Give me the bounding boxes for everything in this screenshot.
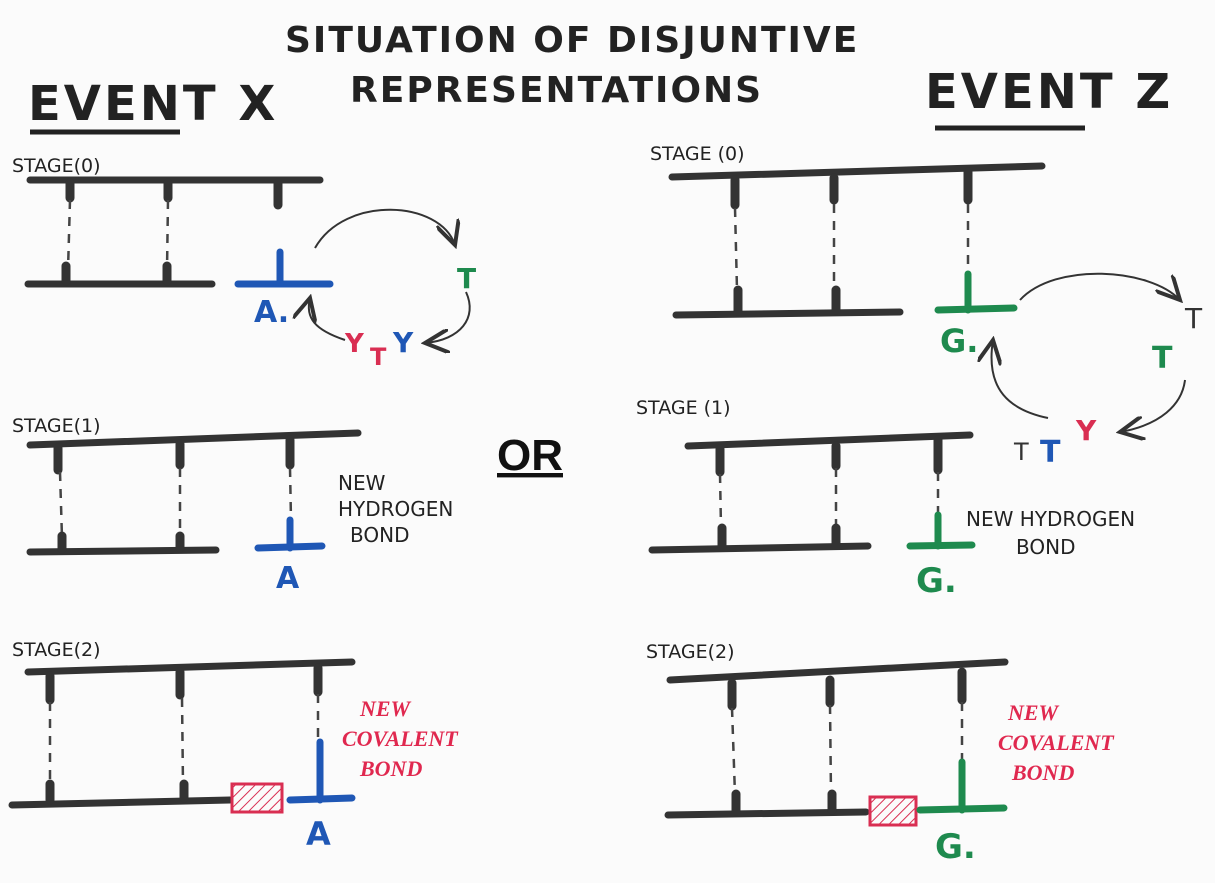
note-line: COVALENT bbox=[342, 726, 459, 751]
hydrogen-bond bbox=[165, 199, 170, 271]
stage-label: STAGE(0) bbox=[12, 155, 101, 177]
base-letter: A bbox=[276, 561, 300, 596]
hydrogen-bond bbox=[733, 207, 739, 291]
event-x-title: EVENT X bbox=[28, 76, 278, 132]
base-letter: A bbox=[306, 815, 331, 853]
hydrogen-bond bbox=[718, 473, 723, 529]
note-line: BOND bbox=[359, 756, 422, 781]
top-backbone bbox=[24, 658, 356, 676]
bottom-backbone bbox=[672, 308, 904, 319]
base-letter: G. bbox=[940, 322, 978, 360]
base-letter: A. bbox=[254, 295, 289, 330]
free-base-letter: T bbox=[1040, 435, 1061, 470]
free-base-letter: Y bbox=[392, 326, 414, 359]
guanine-base bbox=[934, 304, 1018, 314]
event-z-stage-2: STAGE(2) G. NEW COVALENT BOND bbox=[646, 641, 1115, 867]
event-z-stage-0: STAGE (0) G. T T T Y T bbox=[650, 143, 1203, 470]
cycle-arrow bbox=[309, 298, 346, 341]
hydrogen-bond bbox=[288, 467, 293, 521]
free-base-letter: Y bbox=[344, 329, 365, 359]
hydrogen-bond bbox=[58, 471, 64, 539]
free-base-letter: Y bbox=[1075, 414, 1097, 447]
note-line: NEW bbox=[338, 471, 386, 495]
or-connector: OR bbox=[497, 431, 563, 480]
free-base-letter: T bbox=[370, 343, 387, 371]
note-line: COVALENT bbox=[998, 730, 1115, 755]
note-line: NEW bbox=[1007, 700, 1060, 725]
base-letter: G. bbox=[935, 827, 976, 867]
top-backbone bbox=[668, 162, 1046, 181]
hydrogen-bond bbox=[66, 199, 72, 271]
cycle-arrow bbox=[314, 208, 455, 248]
covalent-bond-box bbox=[230, 782, 284, 814]
top-backbone bbox=[684, 431, 974, 450]
hydrogen-bond bbox=[828, 704, 833, 796]
hydrogen-bond bbox=[730, 707, 737, 796]
cycle-arrow bbox=[425, 291, 471, 343]
top-backbone bbox=[26, 429, 362, 449]
event-z-title: EVENT Z bbox=[925, 64, 1173, 120]
stage-label: STAGE(2) bbox=[646, 641, 735, 663]
note-line: BOND bbox=[350, 523, 409, 547]
bottom-backbone bbox=[8, 796, 234, 809]
event-x-stage-0: STAGE(0) A. T Y T Y bbox=[12, 155, 476, 371]
note-line: NEW HYDROGEN bbox=[966, 507, 1135, 531]
note-line: HYDROGEN bbox=[338, 497, 453, 521]
stage-label: STAGE (0) bbox=[650, 143, 745, 165]
note-line: BOND bbox=[1016, 535, 1075, 559]
top-backbone bbox=[666, 658, 1009, 684]
hydrogen-bond bbox=[180, 697, 185, 786]
bottom-backbone bbox=[664, 808, 870, 819]
note-line: NEW bbox=[359, 696, 412, 721]
title-line-2: REPRESENTATIONS bbox=[350, 70, 763, 111]
base-letter: G. bbox=[916, 561, 957, 601]
title-line-1: SITUATION OF DISJUNTIVE bbox=[285, 20, 859, 61]
stage-label: STAGE(2) bbox=[12, 639, 101, 661]
cycle-arrow bbox=[1019, 272, 1180, 300]
covalent-bond-box bbox=[868, 795, 918, 827]
note-line: BOND bbox=[1011, 760, 1074, 785]
free-base-letter: T bbox=[457, 262, 476, 295]
cycle-arrow bbox=[992, 340, 1049, 419]
event-z-stage-1: STAGE (1) G. NEW HYDROGEN BOND bbox=[636, 397, 1135, 601]
cycle-arrow bbox=[1120, 379, 1186, 432]
event-x-stage-2: STAGE(2) A NEW COVALENT BOND bbox=[8, 639, 459, 853]
free-base-letter: T bbox=[1013, 438, 1029, 466]
stage-label: STAGE (1) bbox=[636, 397, 731, 419]
event-x-stage-1: STAGE(1) A NEW HYDROGEN BOND bbox=[12, 415, 453, 596]
stage-label: STAGE(1) bbox=[12, 415, 101, 437]
free-base-letter: T bbox=[1184, 302, 1203, 335]
free-base-letter: T bbox=[1152, 341, 1173, 376]
